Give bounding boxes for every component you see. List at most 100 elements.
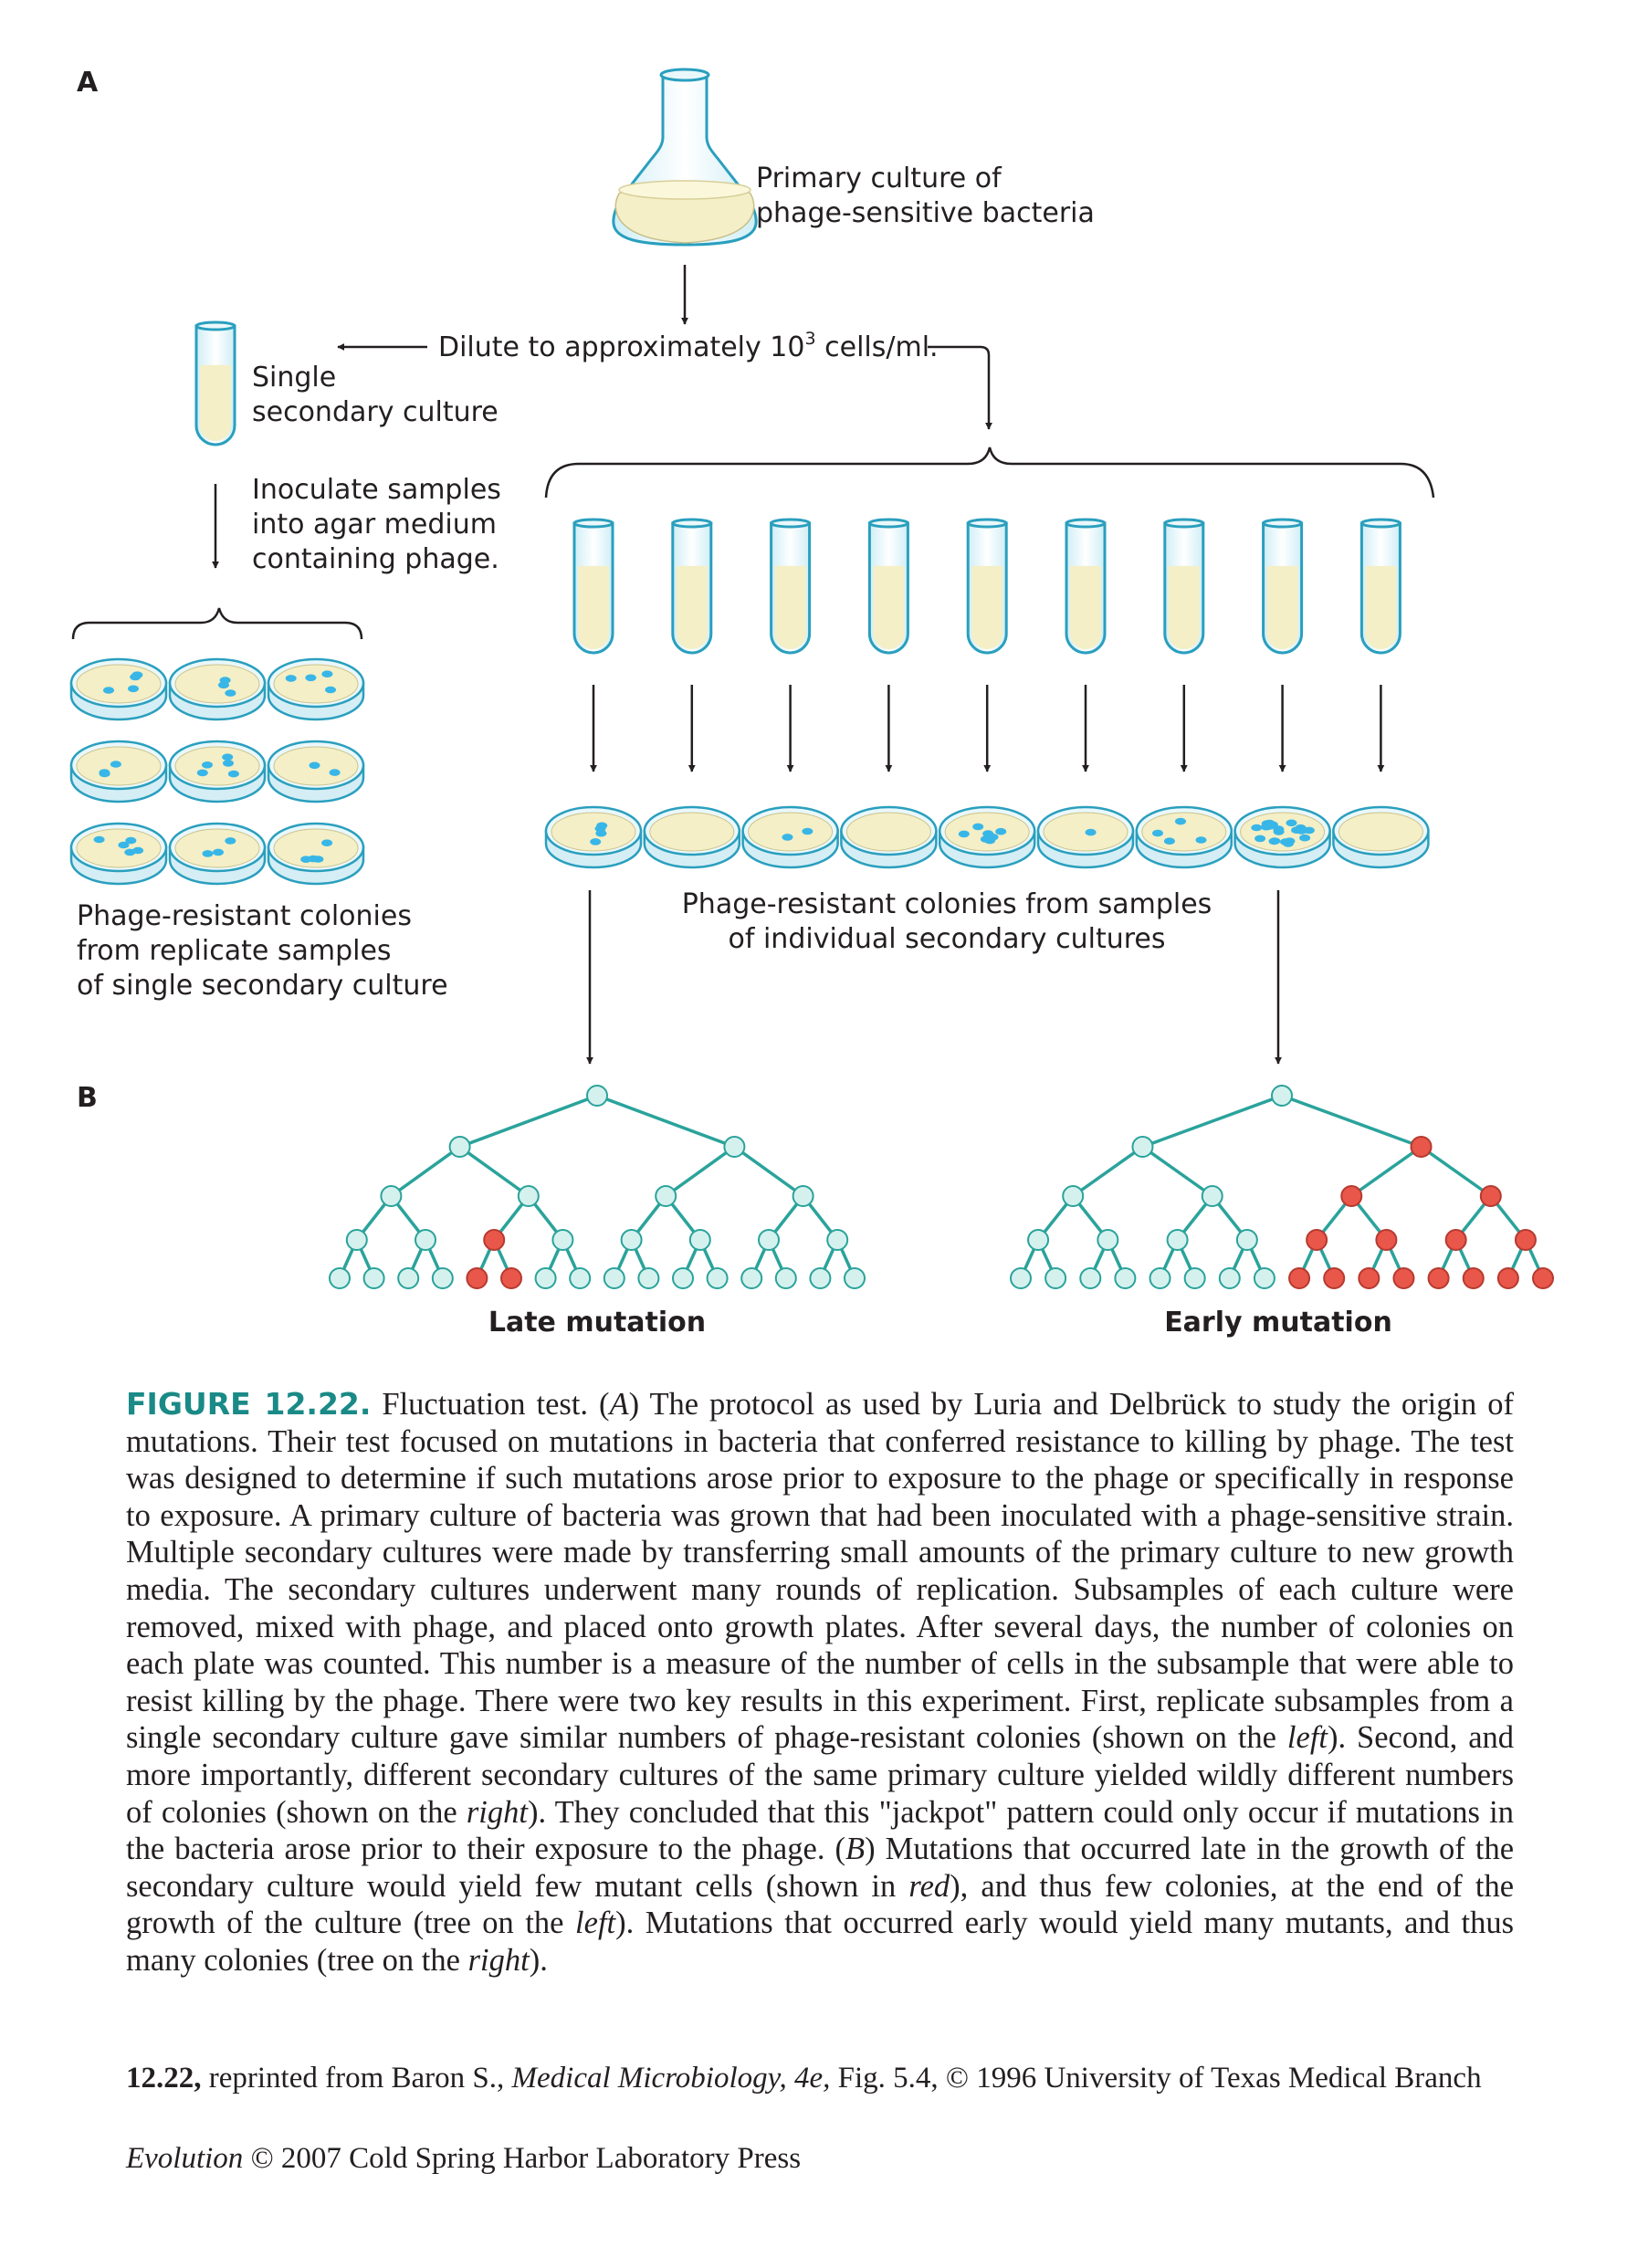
panel-a-label: A: [77, 67, 99, 99]
replicate-plate: [168, 740, 267, 803]
colony-dot: [99, 769, 110, 776]
colony-dot: [1163, 837, 1175, 845]
colony-dot: [958, 830, 970, 838]
secondary-tube: [671, 518, 713, 655]
sensitive-cell: [792, 1185, 814, 1207]
individual-plate: [1135, 805, 1233, 869]
sensitive-cell: [362, 1267, 385, 1289]
individual-plate: [938, 805, 1036, 869]
replicate-plate: [69, 822, 168, 886]
individual-plate: [643, 805, 741, 869]
individual-plate: [840, 805, 938, 869]
sensitive-cell: [809, 1267, 832, 1289]
copyright-line: Evolution © 2007 Cold Spring Harbor Labo…: [126, 2142, 802, 2175]
colony-dot: [1152, 829, 1163, 837]
colony-dot: [321, 670, 333, 677]
sensitive-cell: [603, 1267, 625, 1289]
sensitive-cell: [672, 1267, 694, 1289]
individual-plate: [741, 805, 839, 869]
colony-dot: [222, 753, 234, 761]
colony-dot: [782, 834, 793, 841]
early-mutation-label: Early mutation: [1164, 1307, 1392, 1339]
secondary-tube: [1359, 518, 1401, 655]
colony-dot: [110, 761, 121, 768]
left-result-label-line1: Phage-resistant colonies: [77, 900, 412, 932]
sensitive-cell: [397, 1267, 420, 1289]
replicate-plates-grid: [69, 657, 365, 886]
replicate-plate: [267, 657, 365, 721]
colony-dot: [132, 846, 144, 855]
colony-dot: [1254, 835, 1266, 843]
secondary-tube: [966, 518, 1008, 655]
colony-dot: [213, 848, 224, 856]
sensitive-cell: [1044, 1267, 1067, 1289]
sensitive-cell: [706, 1267, 729, 1289]
individual-plate: [1332, 805, 1430, 869]
inoculate-label-line2: into agar medium: [252, 509, 497, 541]
mutant-cell: [1323, 1267, 1346, 1289]
sensitive-cell: [1114, 1267, 1137, 1289]
colony-dot: [1286, 819, 1297, 827]
colony-dot: [329, 769, 341, 776]
colony-dot: [219, 677, 231, 684]
tree-edge: [1072, 1145, 1144, 1198]
sensitive-cell: [1010, 1267, 1032, 1289]
colony-dot: [590, 838, 602, 845]
individual-plate: [1036, 805, 1135, 869]
sensitive-cell: [688, 1229, 711, 1251]
tree-edge: [733, 1145, 804, 1198]
colony-dot: [125, 836, 137, 845]
mutant-cell: [1288, 1267, 1311, 1289]
secondary-tube: [1262, 518, 1304, 655]
colony-dot: [118, 841, 130, 849]
late-mutation-label: Late mutation: [488, 1307, 706, 1339]
colony-dot: [227, 770, 239, 778]
primary-culture-flask: [612, 68, 758, 247]
right-result-label-line1: Phage-resistant colonies from samples: [682, 888, 1212, 920]
sensitive-cell: [1149, 1267, 1171, 1289]
tree-edge: [1141, 1094, 1283, 1149]
mutant-cell: [1306, 1229, 1328, 1251]
sensitive-cell: [517, 1185, 540, 1207]
tree-edge: [1281, 1094, 1422, 1149]
sensitive-cell: [774, 1267, 797, 1289]
colony-dot: [1261, 820, 1273, 827]
sensitive-cell: [1131, 1136, 1154, 1158]
tree-edge: [1350, 1145, 1422, 1198]
mutant-cell: [1532, 1267, 1554, 1289]
mutant-cell: [1514, 1229, 1537, 1251]
tree-edge: [1420, 1145, 1492, 1198]
sensitive-cell: [1027, 1229, 1050, 1251]
colony-dot: [93, 835, 105, 844]
tree-edge: [458, 1145, 530, 1198]
replicate-plate: [69, 740, 168, 803]
sensitive-cell: [723, 1136, 746, 1158]
tree-edge: [596, 1094, 736, 1149]
right-result-label-line2: of individual secondary cultures: [729, 923, 1166, 955]
sensitive-cell: [1183, 1267, 1206, 1289]
mutant-cell: [1340, 1185, 1363, 1207]
sensitive-cell: [448, 1136, 471, 1158]
sensitive-cell: [637, 1267, 660, 1289]
colony-dot: [1251, 824, 1263, 832]
colony-dot: [1283, 840, 1294, 847]
secondary-tube: [1065, 518, 1107, 655]
sensitive-cell: [380, 1185, 403, 1207]
colony-dot: [225, 837, 236, 845]
sensitive-cell: [620, 1229, 643, 1251]
mutant-cell: [466, 1267, 488, 1289]
tube-to-plate-arrows: [590, 685, 1385, 772]
tree-edge: [390, 1145, 461, 1198]
sensitive-cell: [534, 1267, 557, 1289]
flask-label-line1: Primary culture of: [756, 163, 1002, 194]
colony-dot: [202, 850, 214, 857]
mutant-cell: [500, 1267, 522, 1289]
secondary-tube: [770, 518, 812, 655]
fluctuation-test-figure: A B Primary culture of phage-sensitive b…: [69, 67, 1554, 1339]
caption-figure-label: FIGURE 12.22.: [126, 1386, 372, 1422]
sensitive-cell: [431, 1267, 454, 1289]
mutant-cell: [1375, 1229, 1398, 1251]
arrow-dilute-to-many: [928, 345, 992, 430]
mutant-cell: [1410, 1136, 1433, 1158]
colony-dot: [1295, 824, 1307, 832]
